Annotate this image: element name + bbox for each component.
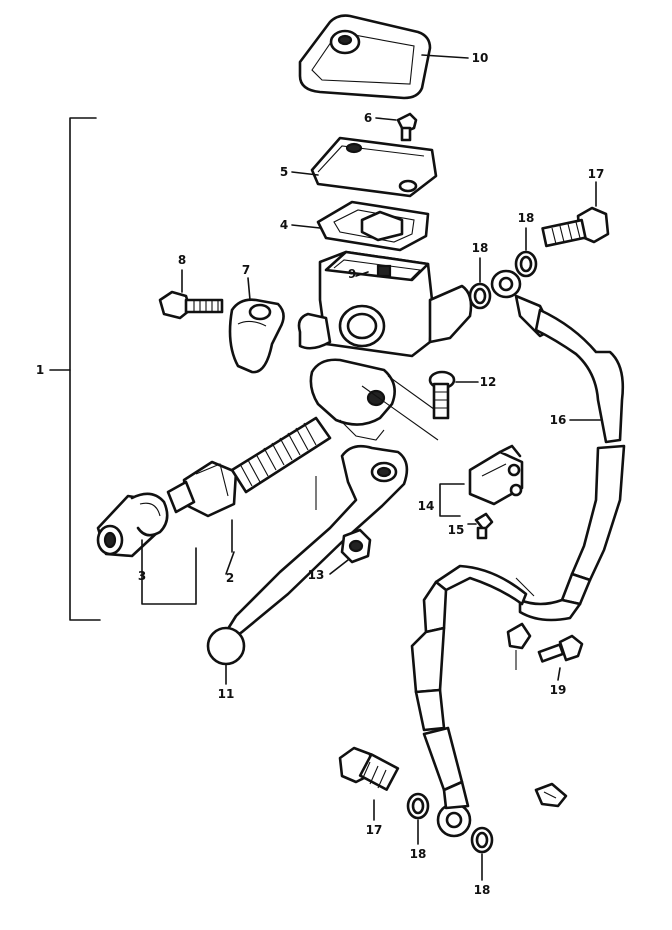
part-11-brake-lever: [206, 444, 409, 666]
callout-19: 19: [550, 683, 567, 697]
leader-4: [291, 224, 321, 229]
callout-7: 7: [242, 263, 250, 277]
part-16-brake-hose: [410, 269, 626, 838]
callout-18-a: 18: [518, 211, 535, 225]
callout-18-d: 18: [474, 883, 491, 897]
spring: [230, 416, 332, 494]
part-18-washer-a: [514, 250, 538, 278]
callout-14: 14: [418, 499, 435, 513]
leader-6: [375, 117, 397, 121]
part-8-bolt: [158, 290, 224, 320]
part-7-clamp: [228, 298, 285, 374]
part-18-washer-c: [406, 792, 430, 820]
callout-4: 4: [280, 218, 288, 232]
callout-1: 1: [36, 363, 44, 377]
part-4-diaphragm-plate: [316, 200, 430, 252]
callout-17-bottom: 17: [366, 823, 383, 837]
callout-15: 15: [448, 523, 465, 537]
part-15-screw: [474, 512, 494, 540]
part-12-bolt: [428, 370, 456, 420]
part-19-bolt: [537, 634, 584, 663]
callout-18-b: 18: [472, 241, 489, 255]
callout-6: 6: [364, 111, 372, 125]
leader-5: [291, 171, 319, 176]
part-5-reservoir-cap: [310, 136, 438, 198]
leader-13: [329, 559, 349, 575]
part-17-banjo-bolt-bottom: [338, 746, 400, 791]
callout-16: 16: [550, 413, 567, 427]
hose-bracket: [506, 622, 532, 670]
callout-11: 11: [218, 687, 235, 701]
part-10-cap-diaphragm: [298, 14, 432, 100]
master-cylinder-body: [297, 250, 473, 441]
part-17-banjo-bolt-top: [541, 206, 610, 248]
part-13-nut: [340, 528, 372, 564]
leader-10: [421, 54, 469, 59]
leader-2-3-frame: [141, 519, 235, 605]
callout-5: 5: [280, 165, 288, 179]
part-2-piston-spring: [166, 416, 332, 518]
leader-7: [247, 277, 251, 301]
part-18-washer-b: [468, 282, 492, 310]
part-3-seal-assembly: [96, 492, 169, 558]
callout-12: 12: [480, 375, 497, 389]
part-6-screw: [396, 112, 418, 142]
leader-9: [355, 271, 369, 277]
callout-2: 2: [226, 571, 234, 585]
callout-9: 9: [348, 267, 356, 281]
part-18-washer-d: [470, 826, 494, 854]
callout-17-top: 17: [588, 167, 605, 181]
callout-3: 3: [138, 569, 146, 583]
part-14-brake-switch: [468, 444, 524, 506]
leader-19: [557, 667, 561, 681]
callout-13: 13: [308, 568, 325, 582]
leader-14-15-bracket: [439, 483, 465, 517]
hose-clip-fitting: [534, 782, 568, 808]
callout-18-c: 18: [410, 847, 427, 861]
callout-8: 8: [178, 253, 186, 267]
assembly-bracket-1: [69, 117, 101, 621]
callout-10: 10: [472, 51, 489, 65]
